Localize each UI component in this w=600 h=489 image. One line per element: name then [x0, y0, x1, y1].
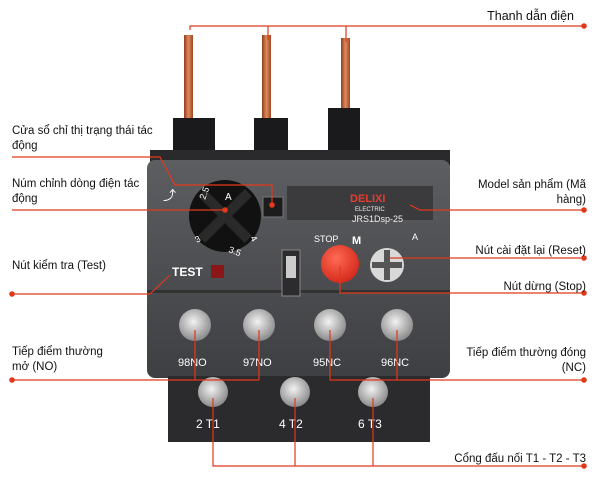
brand-sub: ELECTRIC	[355, 207, 385, 213]
label-nc-contact: Tiếp điểm thường đóng (NC)	[466, 347, 586, 374]
brand-logo: DELIXI	[350, 193, 385, 205]
top-housing	[150, 108, 450, 166]
test-text: TEST	[172, 265, 203, 279]
upper-terminals: 98NO 97NO 95NC 96NC	[178, 309, 413, 369]
label-test: Nút kiểm tra (Test)	[12, 260, 106, 272]
busbar-3	[341, 38, 350, 128]
label-model: Model sản phẩm (Mã hàng)	[477, 179, 586, 206]
busbars	[184, 35, 350, 130]
label-busbar: Thanh dẫn điện	[487, 9, 574, 23]
model-plate: DELIXI ELECTRIC JRS1Dsp-25	[287, 186, 433, 224]
test-button	[211, 265, 224, 278]
terminal-97no: 97NO	[243, 357, 272, 369]
label-reset: Nút cài đặt lại (Reset)	[475, 245, 586, 257]
model-number: JRS1Dsp-25	[352, 214, 403, 224]
mode-a-text: A	[412, 232, 418, 242]
label-dial: Núm chỉnh dòng điện tác động	[12, 178, 140, 205]
reset-knob	[370, 248, 404, 282]
dial-arrow-icon: ⤴	[163, 188, 176, 203]
label-stop: Nút dừng (Stop)	[503, 281, 587, 293]
terminal-95nc: 95NC	[313, 357, 341, 369]
terminal-t3: 6 T3	[358, 417, 382, 431]
dial-value-3: 3.5	[227, 244, 242, 258]
terminal-96nc: 96NC	[381, 357, 409, 369]
busbar-1	[184, 35, 193, 125]
label-no-contact: Tiếp điểm thường mở (NO)	[12, 346, 103, 373]
terminal-t1: 2 T1	[196, 417, 220, 431]
stop-button	[321, 245, 359, 283]
stop-text: STOP	[314, 234, 338, 244]
leader-lines	[9, 23, 587, 469]
dial-value-1: 2.5	[197, 186, 211, 201]
lower-terminals: 2 T1 4 T2 6 T3	[196, 377, 388, 431]
terminal-98no: 98NO	[178, 357, 207, 369]
current-adjust-dial: 2.5 4 3.5 3 A	[189, 180, 261, 258]
label-ports: Cổng đấu nối T1 - T2 - T3	[454, 453, 586, 465]
mode-m-text: M	[352, 235, 361, 247]
terminal-t2: 4 T2	[279, 417, 303, 431]
dial-mark: A	[225, 192, 232, 203]
label-indicator: Cửa sổ chỉ thị trạng thái tác động	[12, 125, 153, 152]
dial-value-2: 4	[248, 234, 259, 243]
busbar-2	[262, 35, 271, 130]
dial-value-4: 3	[193, 234, 202, 245]
